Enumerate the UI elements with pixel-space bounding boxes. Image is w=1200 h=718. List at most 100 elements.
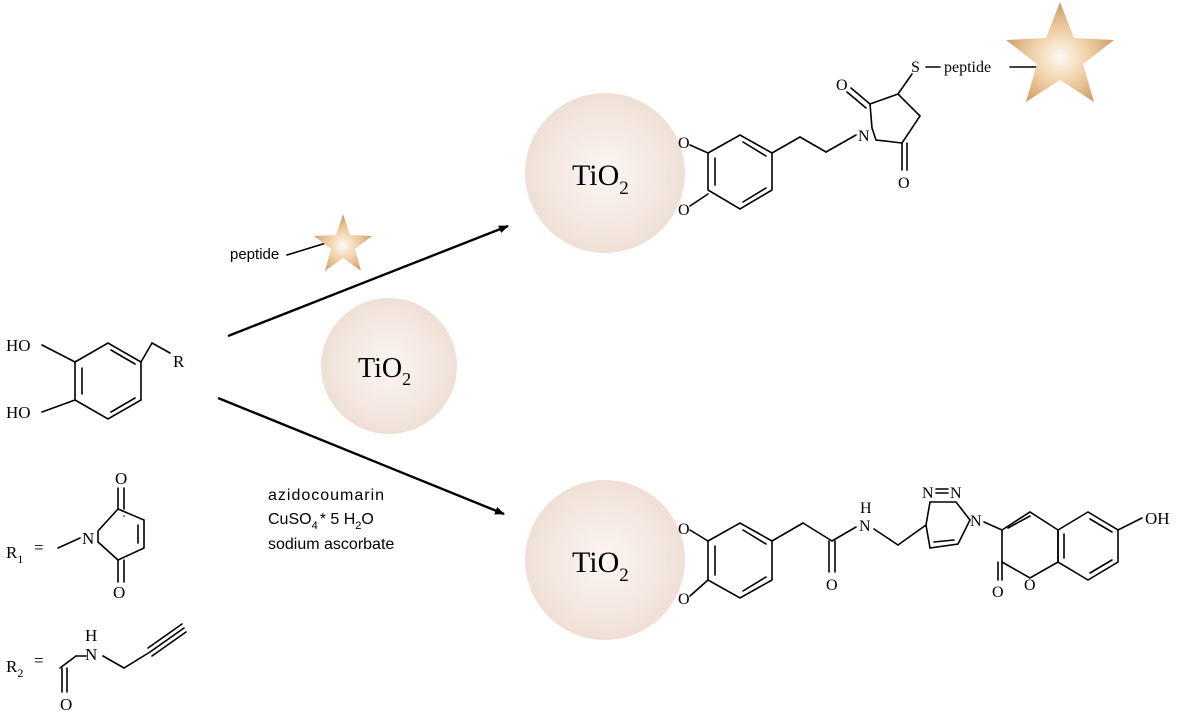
sodium-ascorbate-label: sodium ascorbate: [268, 536, 394, 553]
bond: [897, 524, 927, 546]
equals-sign: =: [34, 651, 44, 670]
bond: [897, 73, 913, 95]
succinimide-ring: [869, 93, 922, 144]
benzene-ring: [707, 522, 773, 599]
triple-bond: [151, 631, 187, 657]
r2-label: R2: [6, 657, 23, 680]
tio2-label: TiO2: [572, 159, 629, 199]
pyranone-ring: [1001, 511, 1059, 579]
hydroxyl-label: HO: [6, 336, 31, 355]
nitrogen-label: N: [82, 529, 94, 548]
carbonyl-bond: [850, 87, 871, 105]
bond: [689, 144, 709, 154]
reaction-arrow-upper: [227, 224, 509, 338]
oxygen-label: O: [1024, 577, 1036, 594]
tio2-label: TiO2: [572, 546, 629, 586]
oxygen-label: O: [60, 695, 72, 714]
nitrogen-label: N: [858, 128, 870, 145]
oxygen-label: O: [113, 583, 125, 602]
nitrogen-label: N: [859, 518, 871, 535]
ring-double-bond: [742, 529, 767, 545]
tio2-label: TiO2: [358, 353, 411, 389]
bond: [689, 529, 709, 542]
ring-double-bond: [933, 539, 955, 543]
bond: [140, 342, 153, 363]
bond: [151, 342, 171, 354]
bond: [802, 522, 833, 542]
ring-double-bond: [742, 187, 767, 203]
peptide-label: peptide: [944, 59, 991, 76]
click-conditions: azidocoumarin CuSO4* 5 H2O sodium ascorb…: [268, 487, 394, 553]
oxygen-label: O: [992, 584, 1004, 601]
bond: [1117, 517, 1143, 531]
bond: [41, 399, 76, 413]
bond: [57, 537, 81, 549]
peptide-reagent: peptide: [230, 214, 372, 271]
ring-double-bond: [742, 141, 767, 157]
peptide-label: peptide: [230, 246, 279, 263]
oxygen-label: O: [678, 202, 690, 219]
benzene-ring: [707, 134, 773, 210]
peptide-star-icon: [1006, 2, 1114, 102]
azidocoumarin-label: azidocoumarin: [268, 487, 385, 504]
sulfur-label: S: [911, 59, 920, 76]
bond: [689, 579, 709, 597]
tio2-sphere: [525, 480, 685, 640]
triple-bond: [147, 623, 183, 649]
nitrogen-label: N: [950, 485, 962, 502]
ring-double-bond: [742, 576, 767, 592]
tio2-sphere: [525, 93, 685, 253]
bond: [799, 136, 827, 153]
ring-double-bond: [1089, 559, 1113, 574]
equals-sign: =: [34, 538, 44, 557]
r1-definition: R1 = N O O: [6, 469, 145, 602]
hydroxyl-label: HO: [6, 403, 31, 422]
hydrogen-label: H: [85, 626, 97, 645]
tio2-sphere: [321, 298, 457, 434]
r1-label: R1: [6, 543, 23, 566]
oxygen-label: O: [678, 591, 690, 608]
oxygen-label: O: [898, 175, 910, 192]
bond: [983, 521, 1003, 531]
oxygen-label: O: [115, 469, 127, 488]
oxygen-label: O: [678, 521, 690, 538]
nitrogen-label: N: [922, 485, 934, 502]
ring-double-bond: [110, 349, 136, 365]
catechol-start: HO HO R: [6, 336, 185, 422]
nitrogen-label: N: [85, 645, 97, 664]
carbonyl-bond: [846, 91, 867, 109]
hydroxyl-label: OH: [1145, 509, 1170, 528]
bond: [825, 134, 857, 153]
oxygen-label: O: [678, 135, 690, 152]
nitrogen-label: N: [970, 513, 982, 530]
bond: [41, 344, 76, 363]
benzo-ring: [1057, 511, 1119, 581]
maleimide-ring: [97, 508, 145, 561]
r-group-label: R: [173, 352, 185, 371]
bond: [123, 651, 151, 669]
bond: [59, 655, 77, 669]
oxygen-label: O: [836, 77, 848, 94]
copper-sulfate-label: CuSO4* 5 H2O: [268, 511, 374, 532]
hydrogen-label: H: [860, 500, 872, 517]
reaction-arrow-lower: [217, 396, 505, 516]
bond: [873, 528, 899, 546]
bond: [771, 522, 804, 542]
bond: [102, 655, 125, 669]
triazole-ring: [925, 501, 971, 549]
bond: [831, 526, 857, 542]
bond: [771, 136, 801, 154]
bond: [286, 242, 327, 256]
ring-double-bond: [1007, 515, 1031, 529]
triple-bond: [149, 627, 185, 653]
tio2-reagent: TiO2: [321, 298, 457, 434]
product-coumarin-conjugate: TiO2 O O O H N N N N O O: [525, 480, 1170, 640]
bond: [689, 193, 709, 207]
oxygen-label: O: [826, 577, 838, 594]
ring-double-bond: [110, 397, 136, 413]
r2-definition: R2 = O H N: [6, 623, 187, 714]
catechol-ring: [74, 342, 142, 420]
peptide-star-icon: [314, 214, 372, 271]
